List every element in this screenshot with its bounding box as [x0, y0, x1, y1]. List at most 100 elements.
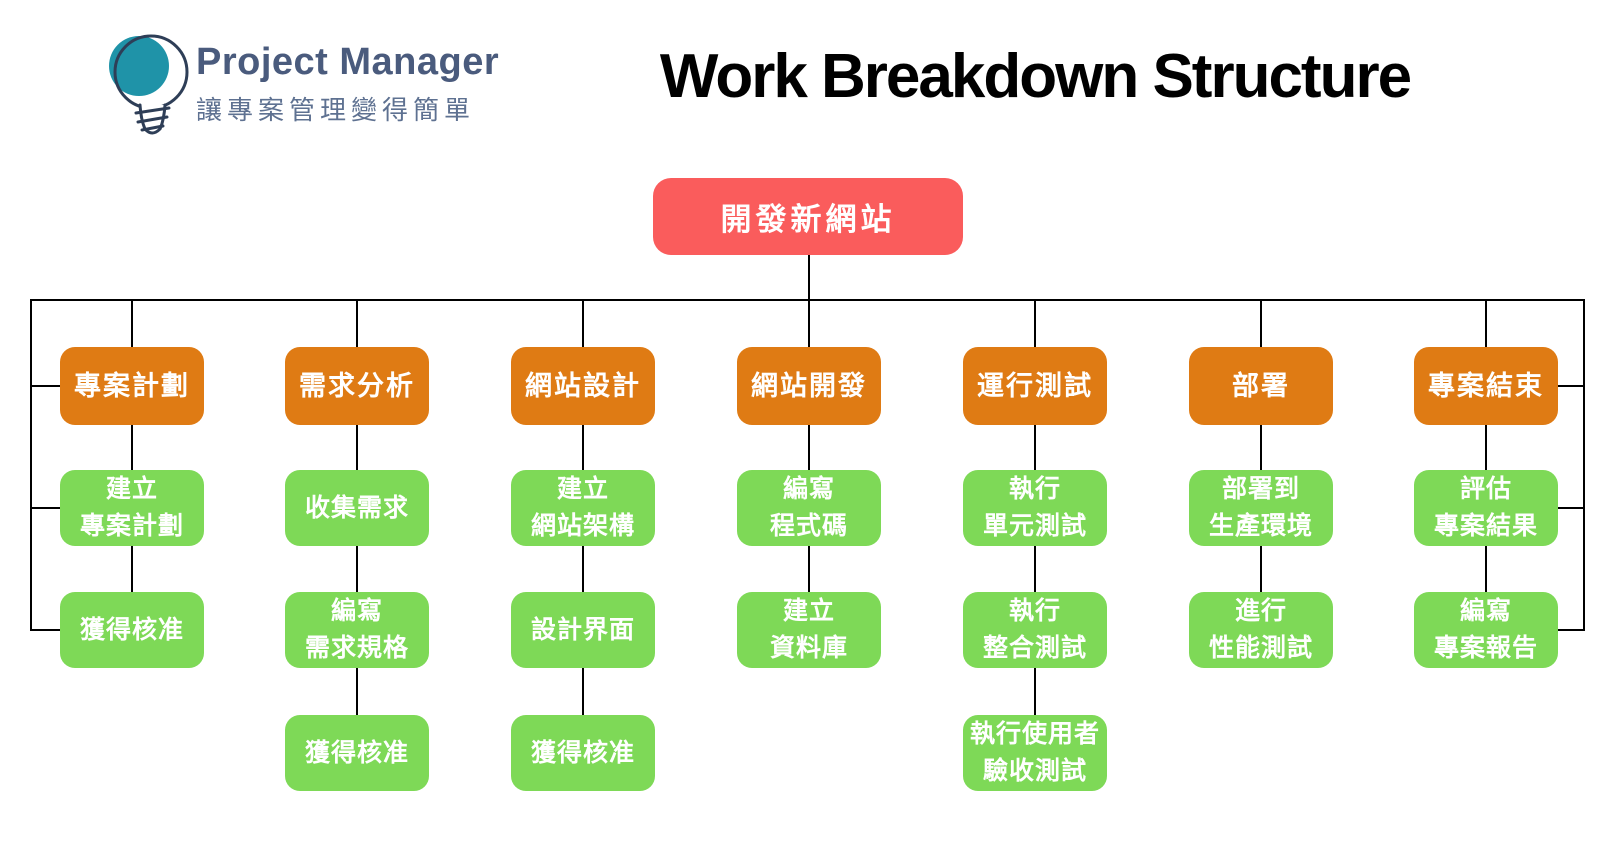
task-node-3-1: 建立網站架構 — [511, 470, 655, 546]
task-node-5-1-label: 單元測試 — [982, 512, 1087, 540]
branch-node-5-label: 運行測試 — [977, 370, 1093, 401]
task-node-7-1: 評估專案結果 — [1414, 470, 1558, 546]
connector-line — [131, 301, 133, 347]
task-node-6-1-label: 部署到 — [1221, 475, 1300, 503]
connector-line — [356, 668, 358, 715]
connector-line — [356, 546, 358, 592]
connector-line — [808, 255, 810, 299]
connector-line — [30, 299, 32, 631]
connector-line — [131, 425, 133, 470]
root-node: 開發新網站 — [653, 178, 963, 255]
brand-logo: Project Manager 讓專案管理變得簡單 — [100, 30, 499, 142]
branch-node-1-label: 專案計劃 — [74, 370, 190, 401]
task-node-2-2-label: 需求規格 — [304, 634, 409, 662]
task-node-1-2: 獲得核准 — [60, 592, 204, 668]
branch-node-7-label: 專案結束 — [1428, 370, 1544, 401]
connector-line — [582, 546, 584, 592]
connector-line — [1034, 546, 1036, 592]
connector-line — [1583, 299, 1585, 631]
branch-node-2: 需求分析 — [285, 347, 429, 425]
connector-line — [1485, 425, 1487, 470]
connector-line — [1034, 668, 1036, 715]
connector-line — [1485, 301, 1487, 347]
connector-line — [582, 668, 584, 715]
task-node-4-1-label: 程式碼 — [769, 512, 848, 540]
task-node-2-3-label: 獲得核准 — [304, 738, 409, 767]
task-node-3-1-label: 建立 — [556, 475, 609, 503]
task-node-5-1: 執行單元測試 — [963, 470, 1107, 546]
connector-line — [356, 425, 358, 470]
task-node-5-3-label: 執行使用者 — [969, 720, 1100, 748]
connector-line — [30, 385, 60, 387]
connector-line — [131, 546, 133, 592]
branch-node-4-label: 網站開發 — [751, 370, 867, 401]
task-node-4-1: 編寫程式碼 — [737, 470, 881, 546]
connector-line — [30, 629, 60, 631]
branch-node-2-label: 需求分析 — [299, 370, 415, 401]
connector-line — [1485, 546, 1487, 592]
branch-node-5: 運行測試 — [963, 347, 1107, 425]
task-node-5-2-label: 整合測試 — [982, 634, 1087, 662]
task-node-1-1-label: 建立 — [105, 475, 158, 503]
task-node-2-3: 獲得核准 — [285, 715, 429, 791]
branch-node-6-label: 部署 — [1232, 370, 1290, 401]
task-node-3-3-label: 獲得核准 — [530, 738, 635, 767]
connector-line — [808, 425, 810, 470]
connector-line — [582, 425, 584, 470]
task-node-2-2: 編寫需求規格 — [285, 592, 429, 668]
connector-line — [1260, 425, 1262, 470]
task-node-3-1-label: 網站架構 — [530, 512, 635, 540]
task-node-6-2-label: 進行 — [1234, 597, 1287, 625]
brand-name: Project Manager — [196, 41, 500, 83]
task-node-1-1: 建立專案計劃 — [60, 470, 204, 546]
branch-node-4: 網站開發 — [737, 347, 881, 425]
task-node-4-2: 建立資料庫 — [737, 592, 881, 668]
connector-line — [1260, 301, 1262, 347]
lightbulb-icon — [109, 34, 189, 135]
task-node-4-2-label: 建立 — [782, 597, 835, 625]
branch-node-3: 網站設計 — [511, 347, 655, 425]
task-node-6-2-label: 性能測試 — [1208, 634, 1313, 662]
connector-line — [808, 301, 810, 347]
task-node-3-3: 獲得核准 — [511, 715, 655, 791]
branch-node-3-label: 網站設計 — [525, 370, 641, 401]
connector-line — [356, 301, 358, 347]
task-node-7-2: 編寫專案報告 — [1414, 592, 1558, 668]
connector-line — [1558, 507, 1585, 509]
connector-line — [30, 299, 1585, 301]
task-node-1-1-label: 專案計劃 — [79, 512, 184, 540]
task-node-6-1: 部署到生產環境 — [1189, 470, 1333, 546]
task-node-2-1: 收集需求 — [285, 470, 429, 546]
task-node-5-3-label: 驗收測試 — [982, 757, 1087, 785]
task-node-5-2-label: 執行 — [1008, 597, 1061, 625]
connector-line — [30, 507, 60, 509]
task-node-4-1-label: 編寫 — [782, 475, 835, 503]
connector-line — [1558, 629, 1585, 631]
task-node-1-2-label: 獲得核准 — [79, 615, 184, 644]
task-node-7-2-label: 專案報告 — [1433, 634, 1538, 662]
task-node-6-1-label: 生產環境 — [1208, 512, 1313, 540]
branch-node-7: 專案結束 — [1414, 347, 1558, 425]
task-node-2-2-label: 編寫 — [330, 597, 383, 625]
task-node-5-3: 執行使用者驗收測試 — [963, 715, 1107, 791]
connector-line — [1260, 546, 1262, 592]
task-node-4-2-label: 資料庫 — [769, 634, 848, 662]
connector-line — [582, 301, 584, 347]
task-node-3-2-label: 設計界面 — [530, 615, 635, 644]
branch-node-1: 專案計劃 — [60, 347, 204, 425]
task-node-2-1-label: 收集需求 — [304, 493, 409, 522]
branch-node-6: 部署 — [1189, 347, 1333, 425]
task-node-7-1-label: 評估 — [1459, 475, 1512, 503]
task-node-6-2: 進行性能測試 — [1189, 592, 1333, 668]
task-node-7-1-label: 專案結果 — [1433, 512, 1538, 540]
connector-line — [1558, 385, 1585, 387]
task-node-5-1-label: 執行 — [1008, 475, 1061, 503]
connector-line — [1034, 301, 1036, 347]
page-title: Work Breakdown Structure — [659, 42, 1412, 111]
task-node-3-2: 設計界面 — [511, 592, 655, 668]
root-label: 開發新網站 — [720, 202, 896, 237]
connector-line — [1034, 425, 1036, 470]
brand-tagline: 讓專案管理變得簡單 — [196, 95, 476, 125]
task-node-5-2: 執行整合測試 — [963, 592, 1107, 668]
